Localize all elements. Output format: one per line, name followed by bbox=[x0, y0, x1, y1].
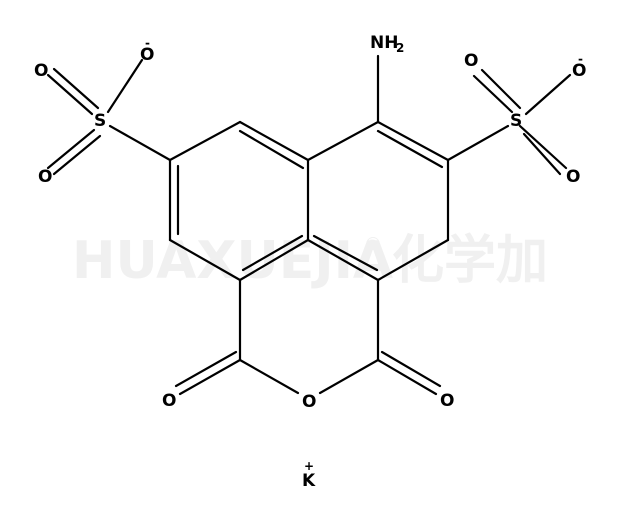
amine-label: NH bbox=[370, 33, 398, 53]
bond-carbonyl-2 bbox=[380, 350, 442, 388]
oxygen-right-anion-charge: - bbox=[578, 52, 583, 66]
bond-carbonyl bbox=[376, 358, 438, 396]
bond-s-o-double bbox=[46, 128, 96, 170]
oxygen-right-top-label: O bbox=[464, 51, 478, 71]
bond-inner bbox=[241, 234, 304, 272]
watermark-registered: ® bbox=[364, 234, 382, 255]
bond-carbonyl bbox=[178, 358, 242, 396]
bond bbox=[238, 238, 310, 282]
sulfur-left-label: S bbox=[94, 111, 106, 131]
bond bbox=[238, 358, 300, 395]
bond-s-o bbox=[106, 58, 144, 114]
atom-labels: NH 2 S O - O O S O - O O O O O + K bbox=[34, 33, 586, 491]
bonds bbox=[46, 54, 572, 396]
watermark: HUAXUEJIA ® 化学加 bbox=[72, 231, 548, 291]
bond-s-o-double-2 bbox=[52, 67, 100, 110]
bond-s-o bbox=[524, 73, 572, 116]
bond-inner bbox=[376, 129, 444, 169]
watermark-cjk: 化学加 bbox=[392, 231, 548, 291]
bond-s-o-double-2 bbox=[52, 134, 102, 176]
bond-s-o-double bbox=[480, 68, 522, 110]
bond-s-o-double bbox=[46, 73, 94, 116]
potassium-charge: + bbox=[304, 459, 314, 473]
bond bbox=[238, 120, 310, 162]
oxygen-ring-label: O bbox=[302, 392, 316, 412]
watermark-text: HUAXUEJIA bbox=[72, 231, 393, 291]
bond-sulfonyl bbox=[446, 124, 510, 162]
bond bbox=[318, 358, 380, 395]
oxygen-carbonyl-right-label: O bbox=[440, 391, 454, 411]
sulfur-right-label: S bbox=[510, 111, 522, 131]
bond-s-o-double-2 bbox=[472, 74, 514, 114]
amine-subscript: 2 bbox=[396, 41, 404, 55]
oxygen-right-bottom-label: O bbox=[566, 167, 580, 187]
bond bbox=[306, 238, 380, 282]
bond-sulfonyl bbox=[108, 124, 172, 162]
oxygen-left-top-label: O bbox=[34, 61, 48, 81]
bond-s-o-double bbox=[518, 124, 568, 170]
bond bbox=[376, 238, 450, 282]
potassium-label: K bbox=[302, 471, 316, 491]
bond bbox=[168, 238, 242, 282]
bond-s-o-double-2 bbox=[522, 132, 562, 176]
bond-carbonyl-2 bbox=[174, 350, 238, 388]
bond-inner bbox=[312, 234, 379, 272]
bond bbox=[376, 120, 450, 162]
oxygen-right-anion-label: O bbox=[572, 61, 586, 81]
oxygen-left-anion-label: O bbox=[140, 45, 154, 65]
bond bbox=[168, 120, 242, 162]
bond-inner bbox=[238, 129, 305, 170]
oxygen-left-anion-charge: - bbox=[145, 36, 150, 50]
bond bbox=[306, 120, 380, 162]
oxygen-carbonyl-left-label: O bbox=[162, 391, 176, 411]
oxygen-left-bottom-label: O bbox=[38, 167, 52, 187]
